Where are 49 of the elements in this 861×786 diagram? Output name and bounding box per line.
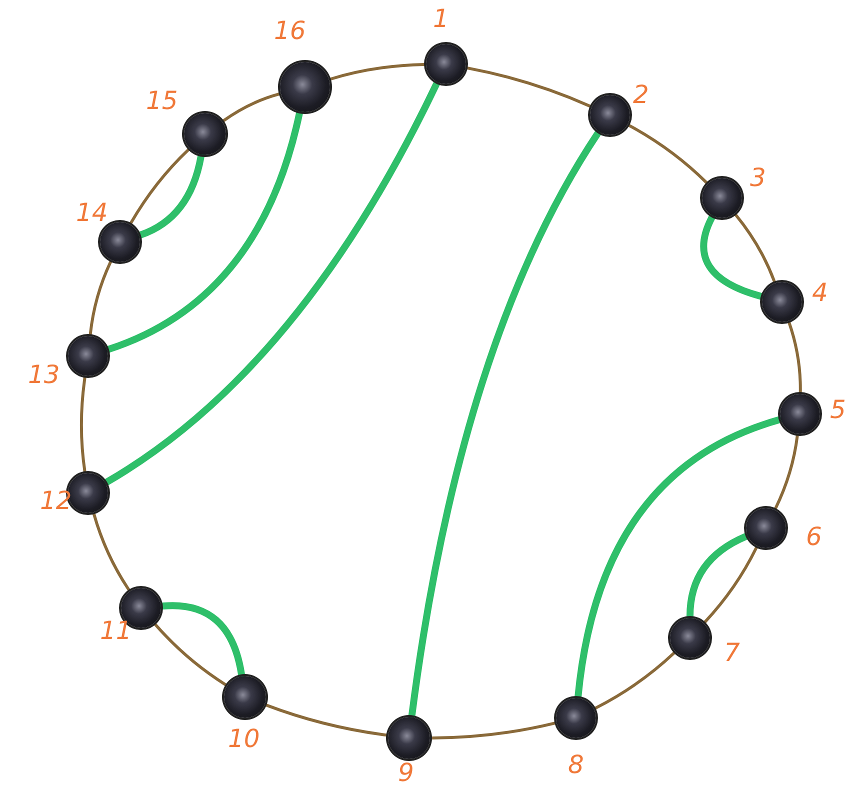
ring-line	[88, 260, 112, 336]
node-dot	[670, 618, 710, 658]
node-number: 12	[40, 488, 72, 513]
node-number: 13	[28, 362, 60, 387]
ring-line	[788, 321, 802, 394]
ring-line	[92, 512, 130, 592]
node-dot	[556, 698, 596, 738]
node-number: 14	[76, 200, 108, 225]
node-dot	[780, 394, 820, 434]
node-dot	[426, 44, 466, 84]
node-number: 11	[100, 618, 132, 643]
node-dot	[746, 508, 786, 548]
node-dot	[702, 178, 742, 218]
node-dot	[68, 336, 108, 376]
ring-line	[129, 148, 190, 224]
node-number: 4	[812, 280, 828, 305]
ring-line	[80, 376, 86, 473]
node-number: 5	[830, 397, 846, 422]
ring-line	[774, 434, 799, 510]
node-dot	[100, 222, 140, 262]
chord-line	[104, 80, 440, 486]
node-number: 2	[633, 82, 649, 107]
ring-line	[154, 623, 228, 686]
node-number: 7	[724, 640, 740, 665]
chord-line	[700, 214, 764, 300]
ring-line	[222, 92, 280, 122]
node-number: 8	[568, 752, 584, 777]
ring-line	[329, 63, 426, 80]
node-dot	[590, 95, 630, 135]
ring-line	[430, 722, 556, 740]
node-number: 15	[146, 88, 178, 113]
node-number: 9	[398, 760, 414, 785]
node-number: 10	[228, 726, 260, 751]
node-dot	[280, 62, 330, 112]
node-number: 6	[806, 524, 822, 549]
node-dot	[184, 113, 226, 155]
chord-line	[137, 153, 204, 238]
node-dot	[224, 676, 266, 718]
node-number: 3	[750, 165, 766, 190]
ring-line	[734, 214, 776, 283]
ring-line	[265, 704, 388, 737]
node-dot	[762, 282, 802, 322]
ring-line	[704, 546, 758, 624]
node-number: 16	[274, 18, 306, 43]
node-number: 1	[433, 6, 449, 31]
ring-line	[594, 652, 676, 710]
ring-line	[628, 124, 708, 184]
ring-line	[466, 66, 592, 108]
node-dot	[388, 717, 430, 759]
